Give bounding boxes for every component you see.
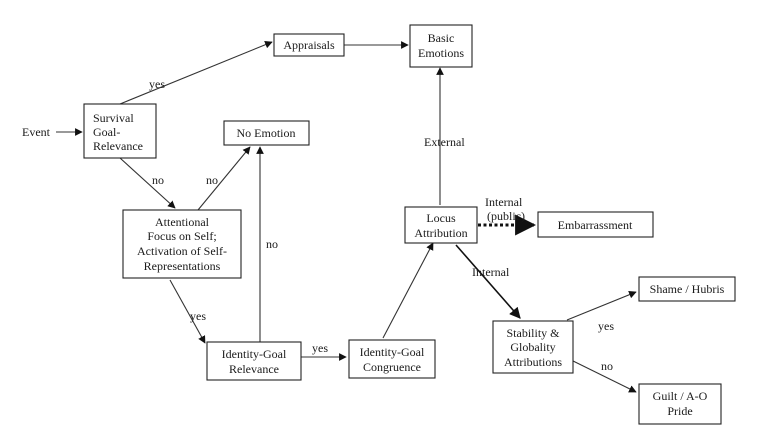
edge-survival-to-attention: [119, 157, 176, 209]
node-identity-rel-line-1: Identity-Goal: [222, 347, 287, 361]
label-no-identity: no: [266, 237, 278, 251]
node-identity-goal-congruence: Identity-Goal Congruence: [348, 339, 436, 379]
edges: [56, 41, 637, 393]
node-attention-line-1: Attentional: [155, 215, 210, 229]
edge-stability-to-guilt: [566, 357, 637, 393]
node-attention-line-3: Activation of Self-: [137, 244, 227, 258]
svg-text:Survival: Survival: [93, 111, 134, 125]
node-locus-line-1: Locus: [426, 211, 456, 225]
node-basic-line-2: Emotions: [418, 46, 464, 60]
label-internal-public-line-2: (public): [487, 209, 525, 223]
label-no-stability: no: [601, 359, 613, 373]
edge-survival-to-appraisals: [119, 41, 273, 105]
node-identity-goal-relevance: Identity-Goal Relevance: [206, 341, 302, 381]
event-label: Event: [22, 125, 51, 139]
node-noemotion-label: No Emotion: [237, 126, 296, 140]
edge-congruence-to-locus: [382, 242, 434, 339]
label-internal-public-line-1: Internal: [485, 195, 523, 209]
node-stability-line-1: Stability &: [506, 326, 560, 340]
node-basic-line-1: Basic: [428, 31, 455, 45]
node-locus-line-2: Attribution: [414, 226, 467, 240]
node-appraisals: Appraisals: [273, 33, 345, 57]
node-stability-line-2: Globality: [510, 340, 555, 354]
node-guilt-line-2: Pride: [667, 404, 692, 418]
label-yes-attention: yes: [190, 309, 206, 323]
label-no-survival: no: [152, 173, 164, 187]
node-identity-rel-line-2: Relevance: [229, 362, 279, 376]
node-shame-label: Shame / Hubris: [650, 282, 725, 296]
label-yes-survival: yes: [149, 77, 165, 91]
node-survival-line-3: Relevance: [93, 139, 143, 153]
node-identity-con-line-2: Congruence: [363, 360, 421, 374]
node-guilt-ao-pride: Guilt / A-O Pride: [638, 383, 722, 425]
node-attentional-focus: Attentional Focus on Self; Activation of…: [122, 209, 242, 279]
node-survival-goal-relevance: Survival Goal- Relevance: [83, 103, 157, 159]
node-guilt-line-1: Guilt / A-O: [653, 389, 708, 403]
edge-labels: yes no no no yes yes External Internal (…: [149, 77, 614, 373]
label-internal-public: Internal (public): [485, 195, 525, 223]
node-embarrassment-label: Embarrassment: [558, 218, 633, 232]
node-stability-globality: Stability & Globality Attributions: [492, 320, 574, 374]
svg-text:Relevance: Relevance: [93, 139, 143, 153]
node-embarrassment: Embarrassment: [537, 211, 654, 238]
node-identity-con-line-1: Identity-Goal: [360, 345, 425, 359]
edge-attention-to-noemotion: [197, 146, 251, 211]
nodes: Event Survival Goal- Relevance Appraisal…: [22, 24, 736, 425]
label-no-attention: no: [206, 173, 218, 187]
edge-attention-to-identity-relevance: [169, 279, 206, 344]
node-no-emotion: No Emotion: [223, 120, 310, 146]
edge-locus-to-stability: [455, 244, 521, 319]
node-attention-line-4: Representations: [144, 259, 221, 273]
node-survival-line-1: Survival: [93, 111, 134, 125]
node-survival-line-2: Goal-: [93, 125, 120, 139]
svg-text:Goal-: Goal-: [93, 125, 120, 139]
node-stability-line-3: Attributions: [504, 355, 562, 369]
label-internal: Internal: [472, 265, 510, 279]
label-yes-identity: yes: [312, 341, 328, 355]
node-appraisals-label: Appraisals: [283, 38, 335, 52]
node-locus-attribution: Locus Attribution: [404, 206, 478, 244]
label-yes-stability: yes: [598, 319, 614, 333]
node-shame-hubris: Shame / Hubris: [638, 276, 736, 302]
edge-stability-to-shame: [566, 291, 637, 321]
node-attention-line-2: Focus on Self;: [147, 229, 216, 243]
node-basic-emotions: Basic Emotions: [409, 24, 473, 68]
label-external: External: [424, 135, 465, 149]
